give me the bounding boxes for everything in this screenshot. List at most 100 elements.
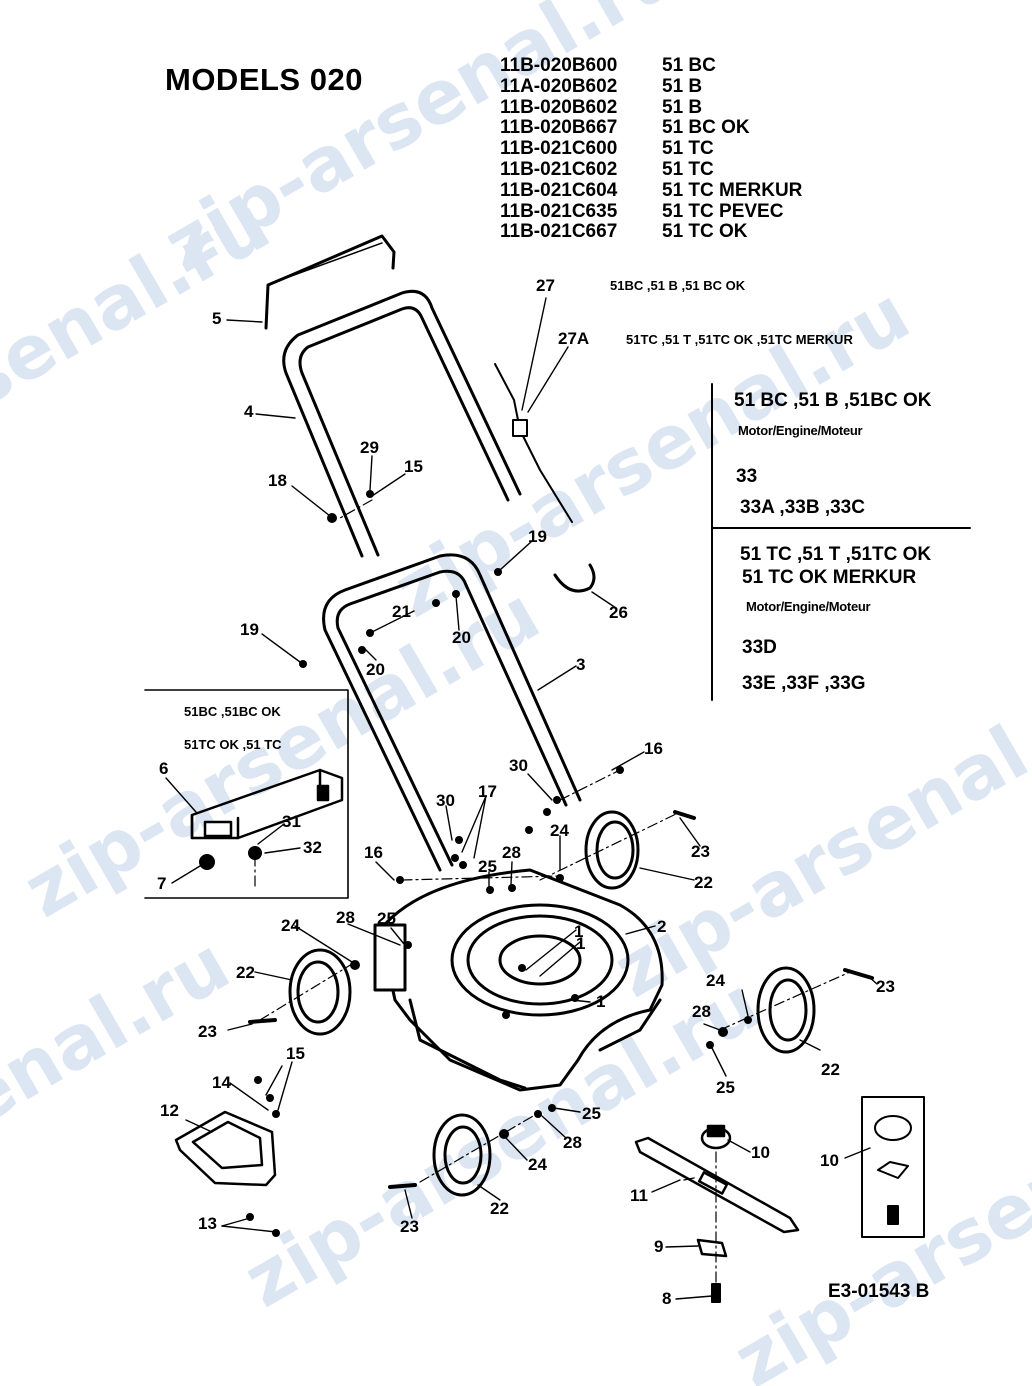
- part-27a-models-note: 51TC ,51 T ,51TC OK ,51TC MERKUR: [626, 332, 853, 347]
- callout-part-24: 24: [706, 971, 725, 990]
- callout-part-22: 22: [821, 1060, 840, 1079]
- blade-washer-part-9: [696, 1238, 728, 1258]
- model-name: 51 BC OK: [662, 117, 750, 139]
- model-row: 11B-021C667 51 TC OK: [500, 222, 802, 243]
- callout-part-20: 20: [366, 660, 385, 679]
- callout-part-8: 8: [662, 1289, 672, 1308]
- model-code: 11B-021C600: [500, 138, 618, 160]
- callout-part-18: 18: [268, 471, 287, 490]
- model-row: 11B-020B600 51 BC: [500, 55, 802, 77]
- wheel-part-22-left-front: [432, 1113, 492, 1197]
- engine-group2-models-line1: 51 TC ,51 T ,51TC OK: [740, 544, 932, 565]
- callout-part-2: 2: [657, 917, 667, 936]
- callout-part-28: 28: [692, 1002, 711, 1021]
- callout-part-1: 1: [576, 934, 586, 953]
- model-code: 11B-021C604: [500, 179, 618, 201]
- model-row: 11A-020B602 51 B: [500, 75, 802, 98]
- assembly-centerlines: [254, 499, 851, 1283]
- model-list: 11B-020B600 51 BC 11A-020B602 51 B 11B-020…: [500, 55, 803, 243]
- model-code: 11B-020B600: [500, 55, 618, 76]
- callout-part-14: 14: [212, 1073, 231, 1092]
- engine-group1-alternates: 33A ,33B ,33C: [740, 497, 865, 518]
- callout-part-9: 9: [654, 1237, 664, 1256]
- cable-clip-part-26: [553, 563, 596, 593]
- callout-part-27a: 27A: [558, 329, 590, 348]
- wheel-part-22-right-front: [756, 966, 816, 1054]
- model-name: 51 TC MERKUR: [662, 179, 803, 201]
- model-code: 11B-021C667: [500, 221, 618, 243]
- callout-part-10: 10: [820, 1151, 839, 1170]
- engine-group1-models: 51 BC ,51 B ,51BC OK: [734, 390, 932, 411]
- callout-part-25: 25: [582, 1104, 601, 1123]
- blade-adapter-part-10: [700, 1124, 732, 1150]
- model-row: 11B-021C604 51 TC MERKUR: [500, 179, 803, 202]
- callout-part-23: 23: [876, 977, 895, 996]
- model-code: 11B-021C635: [500, 200, 618, 222]
- callout-part-23: 23: [198, 1022, 217, 1041]
- model-row: 11B-021C602 51 TC: [500, 158, 802, 181]
- callout-part-24: 24: [550, 821, 569, 840]
- callout-part-5: 5: [212, 309, 222, 328]
- callout-part-22: 22: [490, 1199, 509, 1218]
- bail-handle-part-5: [264, 234, 396, 330]
- callout-part-28: 28: [336, 908, 355, 927]
- model-name: 51 BC: [662, 55, 716, 76]
- mower-deck-part-2: [373, 868, 664, 1092]
- model-name: 51 B: [662, 96, 703, 118]
- lower-handle-part-3: [322, 553, 582, 872]
- drawing-number: E3-01543 B: [828, 1281, 930, 1302]
- callout-part-4: 4: [244, 402, 254, 421]
- part-27-models-note: 51BC ,51 B ,51 BC OK: [610, 278, 746, 293]
- callout-part-24: 24: [528, 1155, 547, 1174]
- callout-part-22: 22: [694, 873, 713, 892]
- callout-part-10: 10: [751, 1143, 770, 1162]
- callout-part-1: 1: [596, 992, 606, 1011]
- model-name: 51 TC PEVEC: [662, 200, 784, 222]
- model-code: 11B-020B667: [500, 117, 618, 139]
- callout-part-19: 19: [528, 527, 547, 546]
- callout-part-15: 15: [404, 457, 423, 476]
- blade-part-11: [634, 1136, 800, 1234]
- callout-part-32: 32: [303, 838, 322, 857]
- callout-part-13: 13: [198, 1214, 217, 1233]
- blade-adapter-box-part-10: [861, 1096, 925, 1238]
- page-title: MODELS 020: [165, 62, 363, 97]
- callout-part-28: 28: [502, 843, 521, 862]
- inset-frame: [144, 689, 349, 899]
- callout-part-21: 21: [392, 602, 411, 621]
- axle-bolts-part-23: [248, 810, 874, 1189]
- callout-part-25: 25: [478, 857, 497, 876]
- callout-part-31: 31: [282, 812, 301, 831]
- callout-part-25: 25: [716, 1078, 735, 1097]
- engine-box-frame: [711, 383, 971, 701]
- callout-part-11: 11: [630, 1186, 648, 1205]
- callout-part-25: 25: [377, 909, 396, 928]
- callout-part-12: 12: [160, 1101, 179, 1120]
- callout-part-16: 16: [364, 843, 383, 862]
- knob-part-7: [199, 854, 215, 870]
- model-row: 11B-021C635 51 TC PEVEC: [500, 200, 802, 223]
- engine-group2-alternates: 33E ,33F ,33G: [742, 673, 866, 694]
- model-code: 11A-020B602: [500, 75, 618, 97]
- model-code: 11B-021C602: [500, 158, 618, 180]
- wheel-part-22-right-rear: [584, 810, 640, 890]
- callout-part-23: 23: [400, 1217, 419, 1236]
- model-name: 51 TC: [662, 138, 714, 160]
- callout-part-6: 6: [159, 759, 169, 778]
- callout-part-30: 30: [509, 756, 528, 775]
- engine-group1-part: 33: [736, 466, 758, 487]
- upper-handle-part-4: [282, 289, 522, 558]
- callout-part-24: 24: [281, 916, 300, 935]
- callout-part-20: 20: [452, 628, 471, 647]
- callout-part-1: 1: [574, 922, 584, 941]
- model-name: 51 TC: [662, 158, 714, 180]
- model-name: 51 B: [662, 75, 703, 97]
- callout-part-22: 22: [236, 963, 255, 982]
- engine-group2-part: 33D: [742, 637, 777, 658]
- inset-models-line2: 51TC OK ,51 TC: [184, 737, 282, 752]
- engine-group1-label: Motor/Engine/Moteur: [738, 423, 863, 438]
- model-name: 51 TC OK: [662, 221, 748, 243]
- bracket-part-6: [190, 768, 344, 840]
